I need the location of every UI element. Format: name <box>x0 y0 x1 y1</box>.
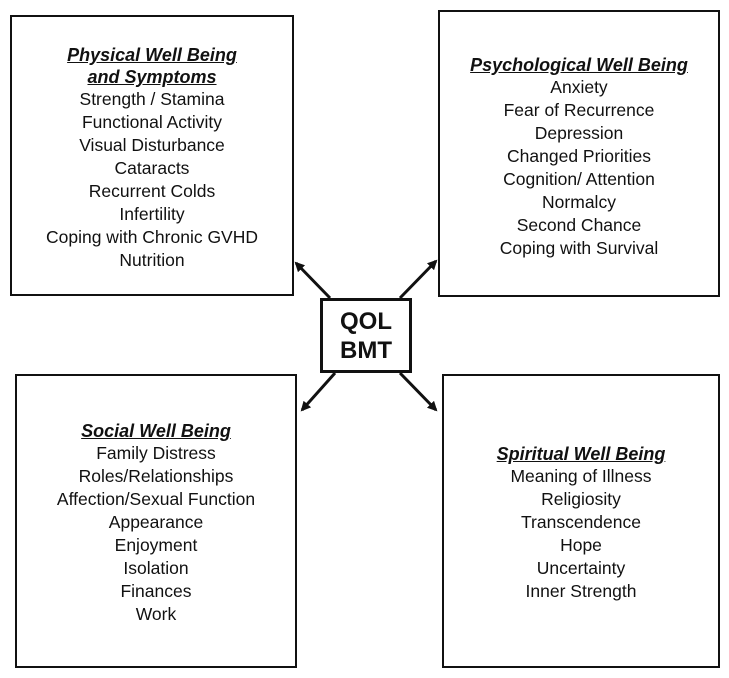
physical-title-line2: and Symptoms <box>87 67 217 87</box>
list-item: Isolation <box>123 558 189 578</box>
arrow-to-psychological <box>398 259 438 300</box>
list-item: Coping with Survival <box>499 238 659 258</box>
list-item: Infertility <box>119 204 185 224</box>
list-item: Functional Activity <box>81 112 223 132</box>
spiritual-title: Spiritual Well Being <box>496 444 666 464</box>
physical-items: Strength / Stamina Functional Activity V… <box>12 88 292 272</box>
list-item: Transcendence <box>521 512 641 532</box>
arrow-to-physical <box>294 261 332 300</box>
list-item: Anxiety <box>550 77 608 97</box>
list-item: Enjoyment <box>114 535 198 555</box>
list-item: Fear of Recurrence <box>503 100 655 120</box>
list-item: Uncertainty <box>536 558 626 578</box>
list-item: Depression <box>534 123 624 143</box>
list-item: Strength / Stamina <box>79 89 225 109</box>
psychological-title: Psychological Well Being <box>470 55 688 75</box>
center-line1: QOL <box>340 308 392 335</box>
list-item: Religiosity <box>541 489 621 509</box>
list-item: Cataracts <box>114 158 190 178</box>
list-item: Recurrent Colds <box>88 181 216 201</box>
social-items: Family Distress Roles/Relationships Affe… <box>17 442 295 626</box>
spiritual-well-being-box: Spiritual Well Being Meaning of Illness … <box>442 374 720 668</box>
list-item: Finances <box>120 581 192 601</box>
list-item: Second Chance <box>516 215 642 235</box>
physical-well-being-box: Physical Well Being and Symptoms Strengt… <box>10 15 294 296</box>
list-item: Hope <box>560 535 602 555</box>
qol-bmt-center-box: QOL BMT <box>320 298 412 373</box>
list-item: Work <box>135 604 177 624</box>
center-line2: BMT <box>340 337 392 364</box>
list-item: Appearance <box>108 512 204 532</box>
list-item: Nutrition <box>119 250 185 270</box>
arrow-to-social <box>300 372 337 412</box>
list-item: Meaning of Illness <box>510 466 652 486</box>
list-item: Family Distress <box>96 443 216 463</box>
spiritual-items: Meaning of Illness Religiosity Transcend… <box>444 465 718 603</box>
list-item: Inner Strength <box>525 581 637 601</box>
social-well-being-box: Social Well Being Family Distress Roles/… <box>15 374 297 668</box>
list-item: Cognition/ Attention <box>503 169 655 189</box>
psychological-well-being-box: Psychological Well Being Anxiety Fear of… <box>438 10 720 297</box>
list-item: Normalcy <box>542 192 616 212</box>
physical-title-line1: Physical Well Being <box>67 45 237 65</box>
list-item: Changed Priorities <box>507 146 651 166</box>
social-title: Social Well Being <box>81 421 231 441</box>
psychological-items: Anxiety Fear of Recurrence Depression Ch… <box>440 76 718 260</box>
list-item: Coping with Chronic GVHD <box>45 227 259 247</box>
list-item: Roles/Relationships <box>78 466 234 486</box>
list-item: Visual Disturbance <box>79 135 225 155</box>
arrow-to-spiritual <box>398 371 438 412</box>
list-item: Affection/Sexual Function <box>56 489 256 509</box>
